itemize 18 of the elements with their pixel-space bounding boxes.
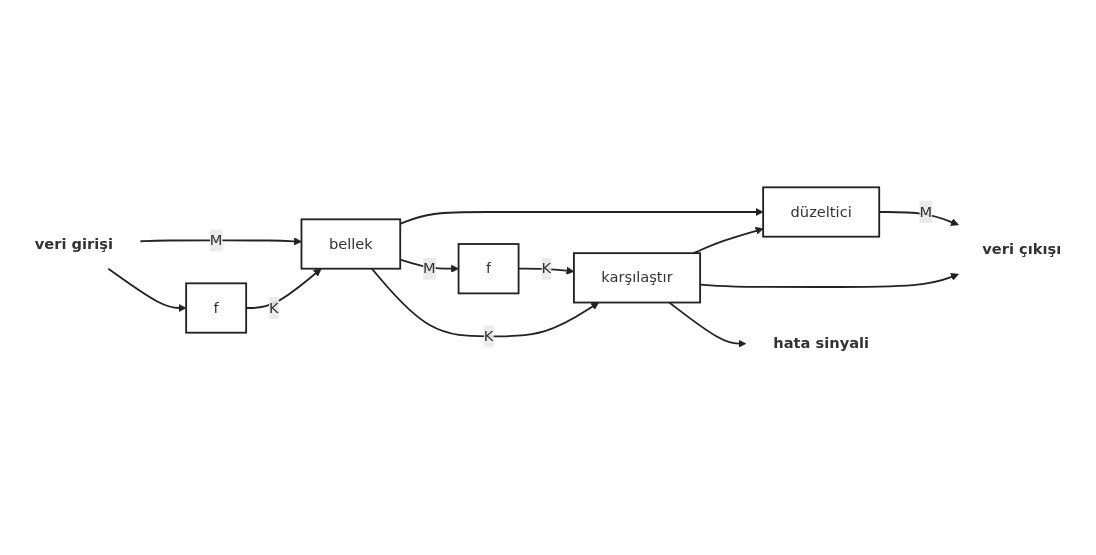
edge-label: M [209,230,223,249]
node-text: hata sinyali [773,334,870,352]
edge-label: M [423,259,436,277]
node-text: veri girişi [34,234,113,252]
edge-label: K [269,298,279,316]
arrow [668,301,747,348]
arrow [370,267,600,337]
node-box: bellek [300,218,402,270]
arrow [139,236,302,245]
arrow [107,267,187,312]
node-box: f [185,282,248,334]
edge-label: K [483,326,494,345]
edge-label: K [541,259,552,277]
edge-label: M [919,202,933,220]
node-box: f [457,242,520,294]
node-box: düzeltici [762,186,881,238]
node-box: karşılaştır [573,251,702,304]
node-text: veri çıkışı [982,240,1062,258]
